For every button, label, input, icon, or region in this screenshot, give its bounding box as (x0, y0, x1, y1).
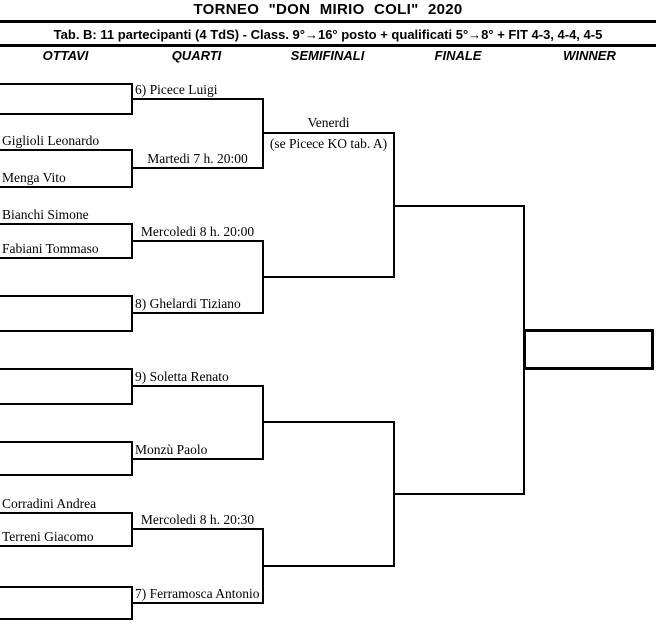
match-schedule-note: (se Picece KO tab. A) (269, 136, 388, 151)
bracket-line (262, 276, 395, 278)
player-name: 8) Ghelardi Tiziano (135, 296, 241, 311)
bracket-line (0, 149, 133, 151)
bracket-line (0, 403, 133, 405)
player-name: Monzù Paolo (135, 442, 208, 457)
player-name: Giglioli Leonardo (2, 133, 100, 148)
bracket-line (0, 113, 133, 115)
bracket-line (0, 257, 133, 259)
player-name: Fabiani Tommaso (2, 241, 99, 256)
bracket-line (0, 441, 133, 443)
page-title: TORNEO "DON MIRIO COLI" 2020 (193, 1, 463, 18)
player-name: Corradini Andrea (2, 496, 97, 511)
bracket-line (131, 312, 264, 314)
bracket-line (393, 493, 525, 495)
match-schedule: Mercoledi 8 h. 20:30 (140, 512, 255, 527)
bracket-line (131, 240, 264, 242)
round-header-finale: FINALE (434, 48, 482, 63)
round-header-semifinali: SEMIFINALI (290, 48, 365, 63)
player-name: 9) Soletta Renato (135, 369, 229, 384)
bracket-line (262, 132, 395, 134)
winner-slot-box (523, 329, 654, 370)
round-header-quarti: QUARTI (171, 48, 222, 63)
player-name: 6) Picece Luigi (135, 82, 218, 97)
bracket-line (131, 167, 264, 169)
player-name: Terreni Giacomo (2, 529, 94, 544)
round-header-winner: WINNER (563, 48, 616, 63)
match-schedule: Mercoledi 8 h. 20:00 (140, 224, 255, 239)
bracket-line (131, 98, 264, 100)
bracket-line (131, 602, 264, 604)
bracket-line (0, 83, 133, 85)
bracket-line (0, 186, 133, 188)
bracket-line (0, 295, 133, 297)
bracket-line (0, 474, 133, 476)
bracket-line (0, 586, 133, 588)
bracket-line (0, 512, 133, 514)
bracket-line (262, 565, 395, 567)
round-header-ottavi: OTTAVI (42, 48, 89, 63)
bracket-line (262, 421, 395, 423)
bracket-line (0, 618, 133, 620)
bracket-line (131, 385, 264, 387)
bracket-line (0, 368, 133, 370)
subtitle: Tab. B: 11 partecipanti (4 TdS) - Class.… (53, 27, 603, 42)
player-name: Menga Vito (2, 170, 66, 185)
bracket-line (0, 223, 133, 225)
bracket-line (131, 528, 264, 530)
subtitle-divider (0, 44, 656, 47)
title-divider (0, 20, 656, 23)
match-schedule: Venerdi (307, 115, 350, 130)
bracket-line (131, 458, 264, 460)
bracket-line (393, 205, 525, 207)
player-name: 7) Ferramosca Antonio (135, 586, 260, 601)
bracket-line (0, 545, 133, 547)
match-schedule: Martedi 7 h. 20:00 (147, 151, 248, 166)
player-name: Bianchi Simone (2, 207, 89, 222)
bracket-line (0, 330, 133, 332)
